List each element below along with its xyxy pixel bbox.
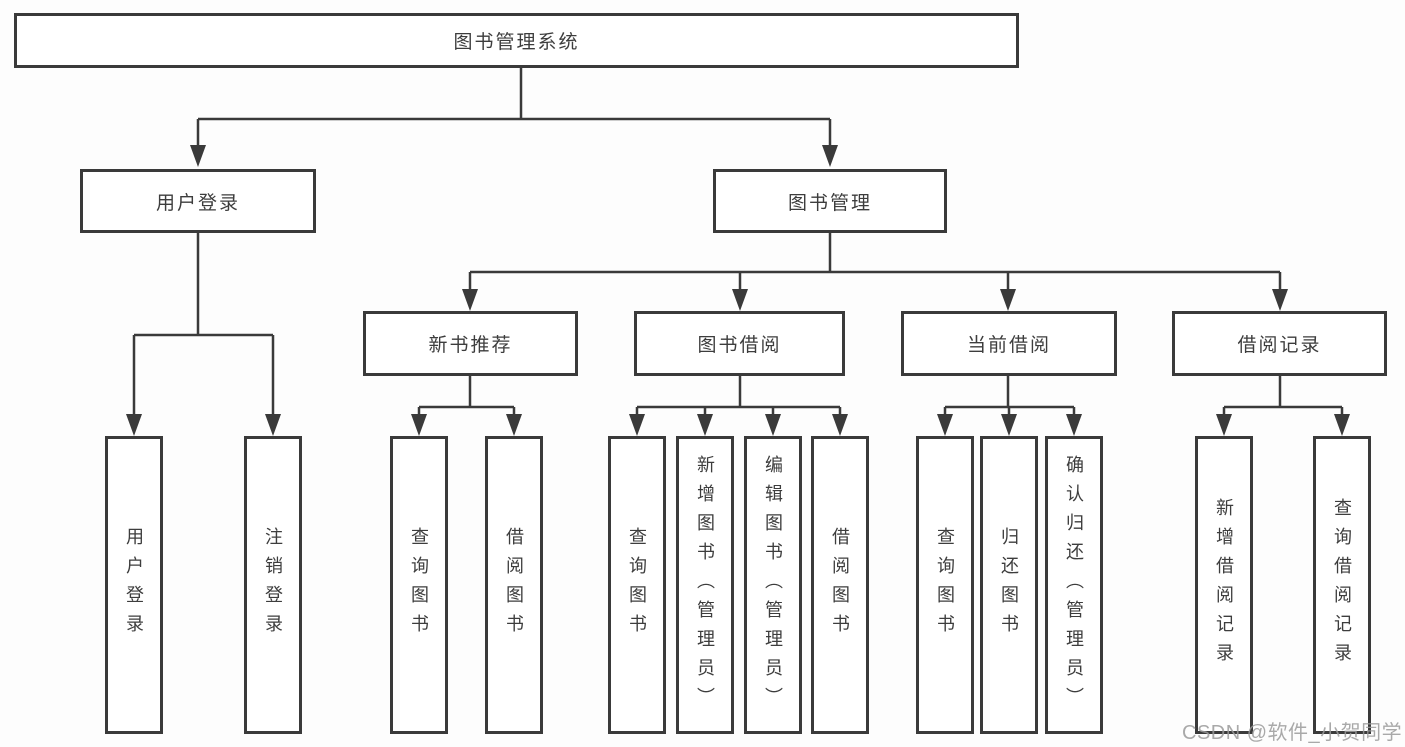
node-borrowing-records: 借阅记录	[1172, 311, 1387, 376]
node-user-login: 用户登录	[80, 169, 316, 233]
leaf-query-books-recommend: 查询图书	[390, 436, 448, 734]
leaf-query-borrow-record: 查询借阅记录	[1313, 436, 1371, 734]
leaf-borrow-books-recommend: 借阅图书	[485, 436, 543, 734]
leaf-query-books-current: 查询图书	[916, 436, 974, 734]
leaf-logout: 注销登录	[244, 436, 302, 734]
arrow-down-icons	[126, 145, 1350, 436]
leaf-add-borrow-record: 新增借阅记录	[1195, 436, 1253, 734]
node-book-borrowing: 图书借阅	[634, 311, 845, 376]
leaf-return-book: 归还图书	[980, 436, 1038, 734]
leaf-edit-book-admin: 编辑图书（管理员）	[744, 436, 802, 734]
node-book-management: 图书管理	[713, 169, 947, 233]
leaf-query-books-borrowing: 查询图书	[608, 436, 666, 734]
leaf-confirm-return-admin: 确认归还（管理员）	[1045, 436, 1103, 734]
leaf-user-login: 用户登录	[105, 436, 163, 734]
csdn-watermark: CSDN @软件_小贺同学	[1182, 722, 1403, 744]
node-library-management-system: 图书管理系统	[14, 13, 1019, 68]
node-new-book-recommendation: 新书推荐	[363, 311, 578, 376]
leaf-borrow-books-borrowing: 借阅图书	[811, 436, 869, 734]
leaf-add-book-admin: 新增图书（管理员）	[676, 436, 734, 734]
node-current-borrowing: 当前借阅	[901, 311, 1117, 376]
